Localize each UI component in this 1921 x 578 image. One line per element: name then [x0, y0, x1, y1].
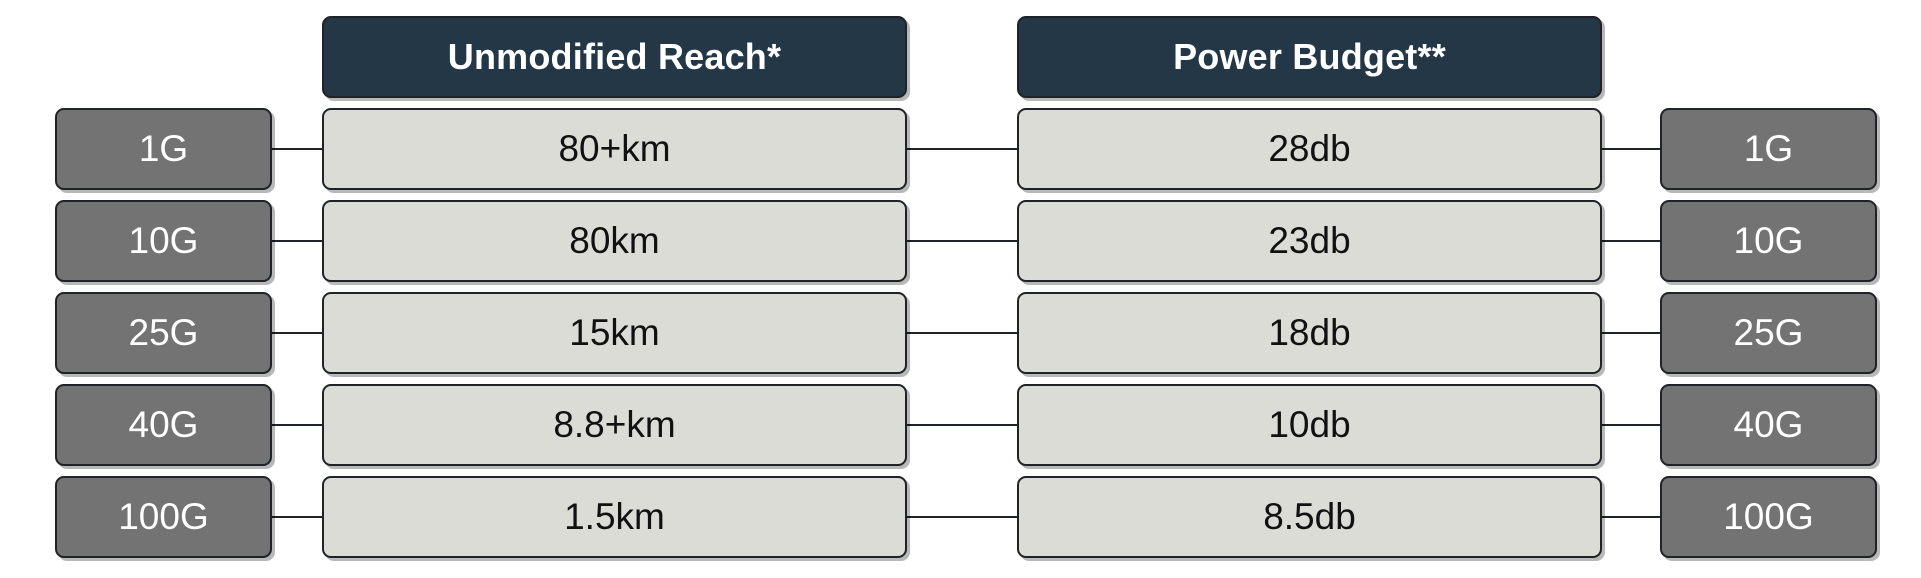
reach-value: 1.5km: [322, 476, 907, 558]
header-unmodified-reach: Unmodified Reach*: [322, 16, 907, 98]
power-budget-value: 28db: [1017, 108, 1602, 190]
power-budget-value: 18db: [1017, 292, 1602, 374]
power-budget-value: 23db: [1017, 200, 1602, 282]
speed-label-left: 25G: [55, 292, 272, 374]
connector-power-speed-right: [1602, 148, 1660, 150]
reach-value: 15km: [322, 292, 907, 374]
power-budget-value: 8.5db: [1017, 476, 1602, 558]
connector-speed-left-reach: [272, 516, 322, 518]
speed-label-right: 1G: [1660, 108, 1877, 190]
header-power-budget: Power Budget**: [1017, 16, 1602, 98]
speed-label-right: 40G: [1660, 384, 1877, 466]
speed-label-left: 100G: [55, 476, 272, 558]
connector-reach-power: [907, 332, 1017, 334]
connector-reach-power: [907, 148, 1017, 150]
reach-value: 80+km: [322, 108, 907, 190]
speed-label-right: 10G: [1660, 200, 1877, 282]
connector-reach-power: [907, 424, 1017, 426]
connector-speed-left-reach: [272, 424, 322, 426]
connector-power-speed-right: [1602, 516, 1660, 518]
connector-reach-power: [907, 516, 1017, 518]
connector-speed-left-reach: [272, 148, 322, 150]
reach-value: 80km: [322, 200, 907, 282]
reach-value: 8.8+km: [322, 384, 907, 466]
speed-label-left: 40G: [55, 384, 272, 466]
speed-label-left: 1G: [55, 108, 272, 190]
power-budget-value: 10db: [1017, 384, 1602, 466]
connector-power-speed-right: [1602, 332, 1660, 334]
speed-label-left: 10G: [55, 200, 272, 282]
speed-label-right: 25G: [1660, 292, 1877, 374]
connector-speed-left-reach: [272, 332, 322, 334]
connector-speed-left-reach: [272, 240, 322, 242]
connector-power-speed-right: [1602, 240, 1660, 242]
speed-label-right: 100G: [1660, 476, 1877, 558]
connector-power-speed-right: [1602, 424, 1660, 426]
connector-reach-power: [907, 240, 1017, 242]
